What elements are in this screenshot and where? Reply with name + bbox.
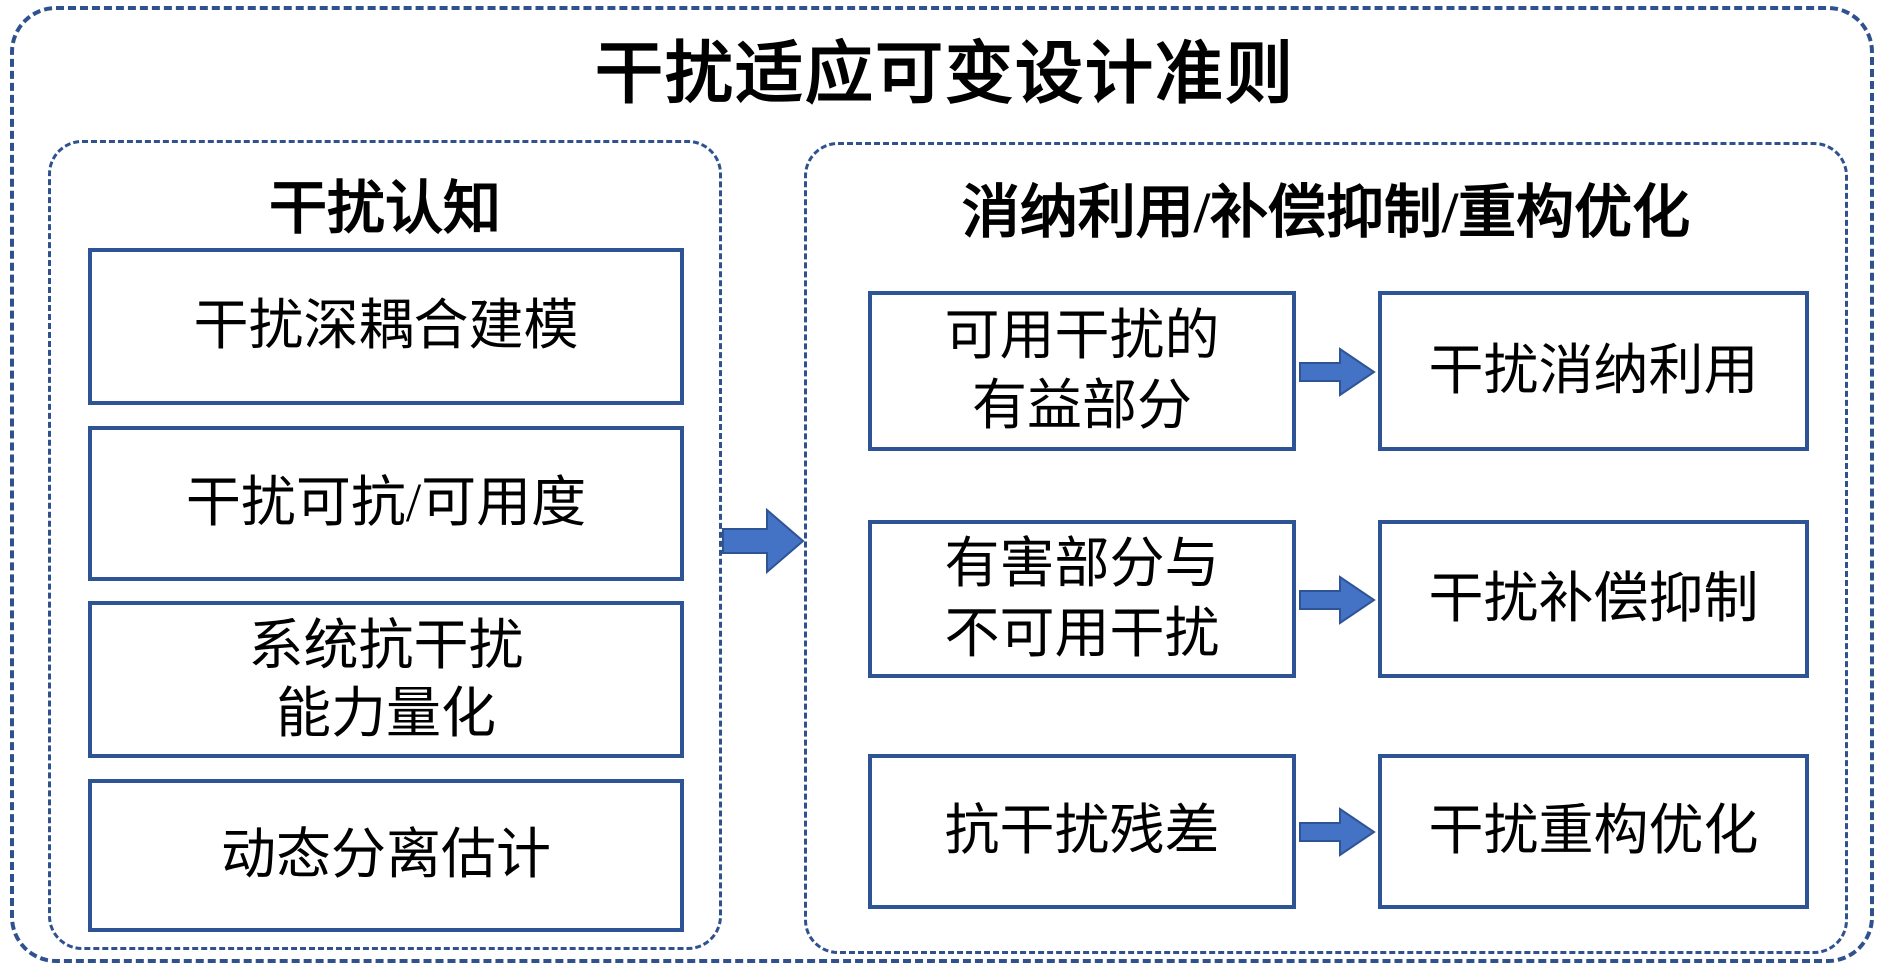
harmful-part-box: 有害部分与 不可用干扰	[868, 520, 1296, 678]
compensation-suppression-box: 干扰补偿抑制	[1378, 520, 1809, 678]
reconstruction-optimization-box: 干扰重构优化	[1378, 754, 1809, 909]
right-panel-title: 消纳利用/补偿抑制/重构优化	[961, 180, 1691, 245]
outer-frame	[10, 6, 1874, 963]
page-title: 干扰适应可变设计准则	[594, 36, 1295, 112]
box-label: 动态分离估计	[220, 824, 551, 886]
box-label-line2: 能力量化	[275, 682, 496, 744]
beneficial-part-box: 可用干扰的 有益部分	[868, 291, 1296, 451]
dynamic-separation-box: 动态分离估计	[88, 779, 684, 932]
flow-arrow-icon	[722, 507, 805, 575]
box-label-line2: 不可用干扰	[944, 603, 1220, 664]
absorption-utilization-box: 干扰消纳利用	[1378, 291, 1809, 451]
antidisturbance-capability-box: 系统抗干扰 能力量化	[88, 601, 684, 758]
box-label-line1: 可用干扰的	[944, 304, 1220, 366]
utilization-compensation-reconstruction-panel: 消纳利用/补偿抑制/重构优化 可用干扰的 有益部分 干扰消纳利用 有害部分与 不…	[804, 142, 1848, 954]
arrow-right-icon	[1299, 347, 1376, 397]
antidisturbance-residual-box: 抗干扰残差	[868, 754, 1296, 909]
arrow-right-icon	[1299, 575, 1376, 625]
box-label: 干扰重构优化	[1428, 800, 1759, 862]
arrow-right-icon	[1299, 807, 1376, 857]
box-label-line1: 有害部分与	[944, 532, 1220, 594]
deep-coupling-modeling-box: 干扰深耦合建模	[88, 248, 684, 405]
box-label: 干扰补偿抑制	[1428, 567, 1759, 629]
disturbance-cognition-panel: 干扰认知 干扰深耦合建模 干扰可抗/可用度 系统抗干扰 能力量化 动态分离估计	[48, 140, 722, 950]
box-label: 干扰消纳利用	[1428, 339, 1759, 401]
box-label: 干扰深耦合建模	[193, 295, 579, 357]
box-label-line2: 有益部分	[971, 375, 1192, 436]
rejectability-usability-box: 干扰可抗/可用度	[88, 426, 684, 581]
box-label: 干扰可抗/可用度	[185, 472, 587, 534]
left-panel-title: 干扰认知	[268, 176, 501, 241]
box-label: 抗干扰残差	[944, 800, 1220, 862]
box-label-line1: 系统抗干扰	[248, 615, 524, 677]
